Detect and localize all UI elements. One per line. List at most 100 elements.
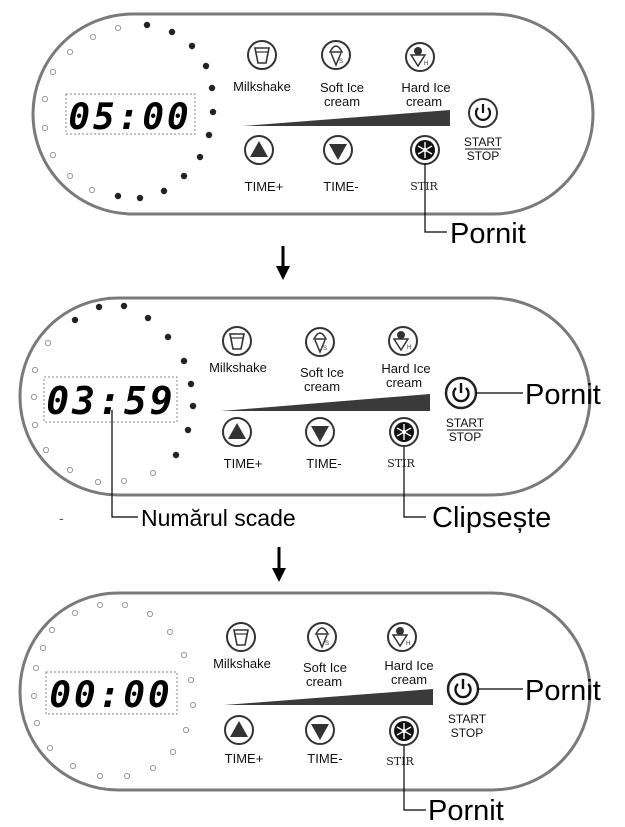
power-icon (454, 679, 472, 699)
panel-2-time-display: 03:59 (46, 379, 175, 423)
hard-ice-label-1: Hard Ice (384, 658, 433, 673)
panel-2-hard-ice-button[interactable]: H Hard Ice cream (381, 326, 431, 390)
hard-ice-label-2: cream (386, 375, 422, 390)
panel-1-level-wedge (243, 110, 450, 126)
panel-1-time-plus-button[interactable]: TIME+ (244, 135, 284, 194)
panel-3-level-wedge (224, 689, 433, 705)
soft-ice-cream-icon: S (314, 627, 330, 649)
down-triangle-icon (329, 144, 347, 160)
panel-3-led-ring (30, 601, 197, 780)
panel-3-time-plus-button[interactable]: TIME+ (224, 715, 264, 766)
start-label: START (446, 416, 485, 430)
soft-ice-label-2: cream (306, 674, 342, 689)
svg-text:S: S (323, 346, 327, 352)
panel-2-power-button[interactable]: START STOP (444, 376, 485, 444)
svg-text:H: H (424, 61, 428, 67)
soft-ice-label-1: Soft Ice (320, 80, 364, 95)
svg-text:S: S (325, 641, 329, 647)
panel-3-display-frame (45, 671, 178, 715)
power-icon (452, 383, 470, 403)
panel-3-stir-annotation: Pornit (428, 795, 504, 827)
time-minus-label: TIME- (307, 751, 342, 766)
soft-ice-label-2: cream (304, 379, 340, 394)
panel-2-led-ring (30, 302, 197, 486)
svg-text:H: H (407, 345, 411, 351)
stop-label: STOP (451, 726, 483, 740)
panel-2-outline (18, 296, 592, 497)
up-triangle-icon (250, 141, 268, 157)
hard-ice-label-2: cream (391, 672, 427, 687)
time-plus-label: TIME+ (224, 456, 263, 471)
panel-2-number-annotation: Numărul scade (141, 505, 296, 531)
stray-mark: - (59, 510, 64, 526)
panel-1-power-button[interactable]: START STOP (464, 98, 503, 163)
hard-ice-label-1: Hard Ice (401, 80, 450, 95)
panel-3: 00:00 Milkshake S Soft Ice cream (18, 591, 601, 827)
start-label: START (448, 712, 487, 726)
panel-3-soft-ice-button[interactable]: S Soft Ice cream (303, 622, 347, 689)
panel-3-outline (18, 591, 592, 792)
up-triangle-icon (230, 721, 248, 737)
milkshake-icon (229, 333, 245, 350)
soft-ice-label-1: Soft Ice (303, 660, 347, 675)
hard-ice-cream-icon: H (392, 331, 411, 352)
panel-1-hard-ice-button[interactable]: H Hard Ice cream (401, 42, 451, 109)
time-minus-label: TIME- (306, 456, 341, 471)
panel-2-time-minus-button[interactable]: TIME- (305, 417, 342, 471)
panel-2: 03:59 Milkshake S Soft Ice cream (18, 296, 601, 534)
panel-2-level-wedge (221, 394, 430, 411)
start-label: START (464, 135, 503, 149)
milkshake-label: Milkshake (233, 79, 291, 94)
soft-ice-cream-icon: S (312, 332, 328, 354)
panel-3-power-annotation: Pornit (525, 675, 601, 707)
time-minus-label: TIME- (323, 179, 358, 194)
panel-2-stir-button[interactable]: STIR (387, 417, 419, 470)
hard-ice-label-2: cream (406, 94, 442, 109)
panel-3-stir-leader (403, 746, 426, 811)
panel-1: 05:00 Milkshake S Soft Ice cream (31, 12, 595, 250)
panel-2-display-frame (43, 376, 178, 423)
milkshake-icon (233, 629, 249, 646)
panel-2-stir-leader (403, 447, 426, 518)
stir-label: STIR (410, 180, 438, 193)
panel-1-led-ring (41, 21, 217, 202)
panel-3-time-display: 00:00 (49, 675, 172, 716)
panel-2-number-leader (111, 410, 138, 518)
panel-2-time-plus-button[interactable]: TIME+ (222, 417, 263, 471)
stir-fan-icon (415, 140, 435, 160)
hard-ice-cream-icon: H (409, 47, 428, 68)
milkshake-label: Milkshake (209, 360, 267, 375)
panel-1-soft-ice-button[interactable]: S Soft Ice cream (320, 40, 364, 109)
milkshake-icon (254, 47, 270, 64)
down-triangle-icon (311, 426, 329, 442)
soft-ice-label-2: cream (324, 94, 360, 109)
panel-2-milkshake-button[interactable]: Milkshake (209, 326, 267, 375)
panel-3-hard-ice-button[interactable]: H Hard Ice cream (384, 622, 434, 687)
down-arrow-icon (272, 547, 286, 582)
svg-text:S: S (339, 59, 343, 65)
power-icon (474, 104, 492, 121)
stir-fan-icon (394, 422, 414, 442)
panel-3-stir-button[interactable]: STIR (386, 716, 419, 768)
milkshake-label: Milkshake (213, 656, 271, 671)
panel-1-time-display: 05:00 (68, 97, 191, 138)
panel-3-time-minus-button[interactable]: TIME- (305, 715, 343, 766)
panel-1-outline (31, 12, 595, 216)
panel-3-milkshake-button[interactable]: Milkshake (213, 622, 271, 671)
panel-1-milkshake-button[interactable]: Milkshake (233, 40, 291, 94)
hard-ice-label-1: Hard Ice (381, 361, 430, 376)
hard-ice-cream-icon: H (391, 627, 410, 648)
panel-3-power-button[interactable]: START STOP (446, 672, 487, 740)
panel-1-time-minus-button[interactable]: TIME- (323, 135, 359, 194)
stir-label: STIR (387, 457, 415, 470)
stop-label: STOP (467, 149, 499, 163)
panel-2-soft-ice-button[interactable]: S Soft Ice cream (300, 327, 344, 394)
stop-label: STOP (449, 430, 481, 444)
panel-1-stir-button[interactable]: STIR (410, 135, 440, 193)
up-triangle-icon (228, 423, 246, 439)
panel-2-power-annotation: Pornit (525, 379, 601, 411)
down-arrow-icon (276, 246, 290, 280)
stir-fan-icon (394, 721, 414, 741)
panel-1-stir-annotation: Pornit (450, 218, 526, 250)
time-plus-label: TIME+ (245, 179, 284, 194)
